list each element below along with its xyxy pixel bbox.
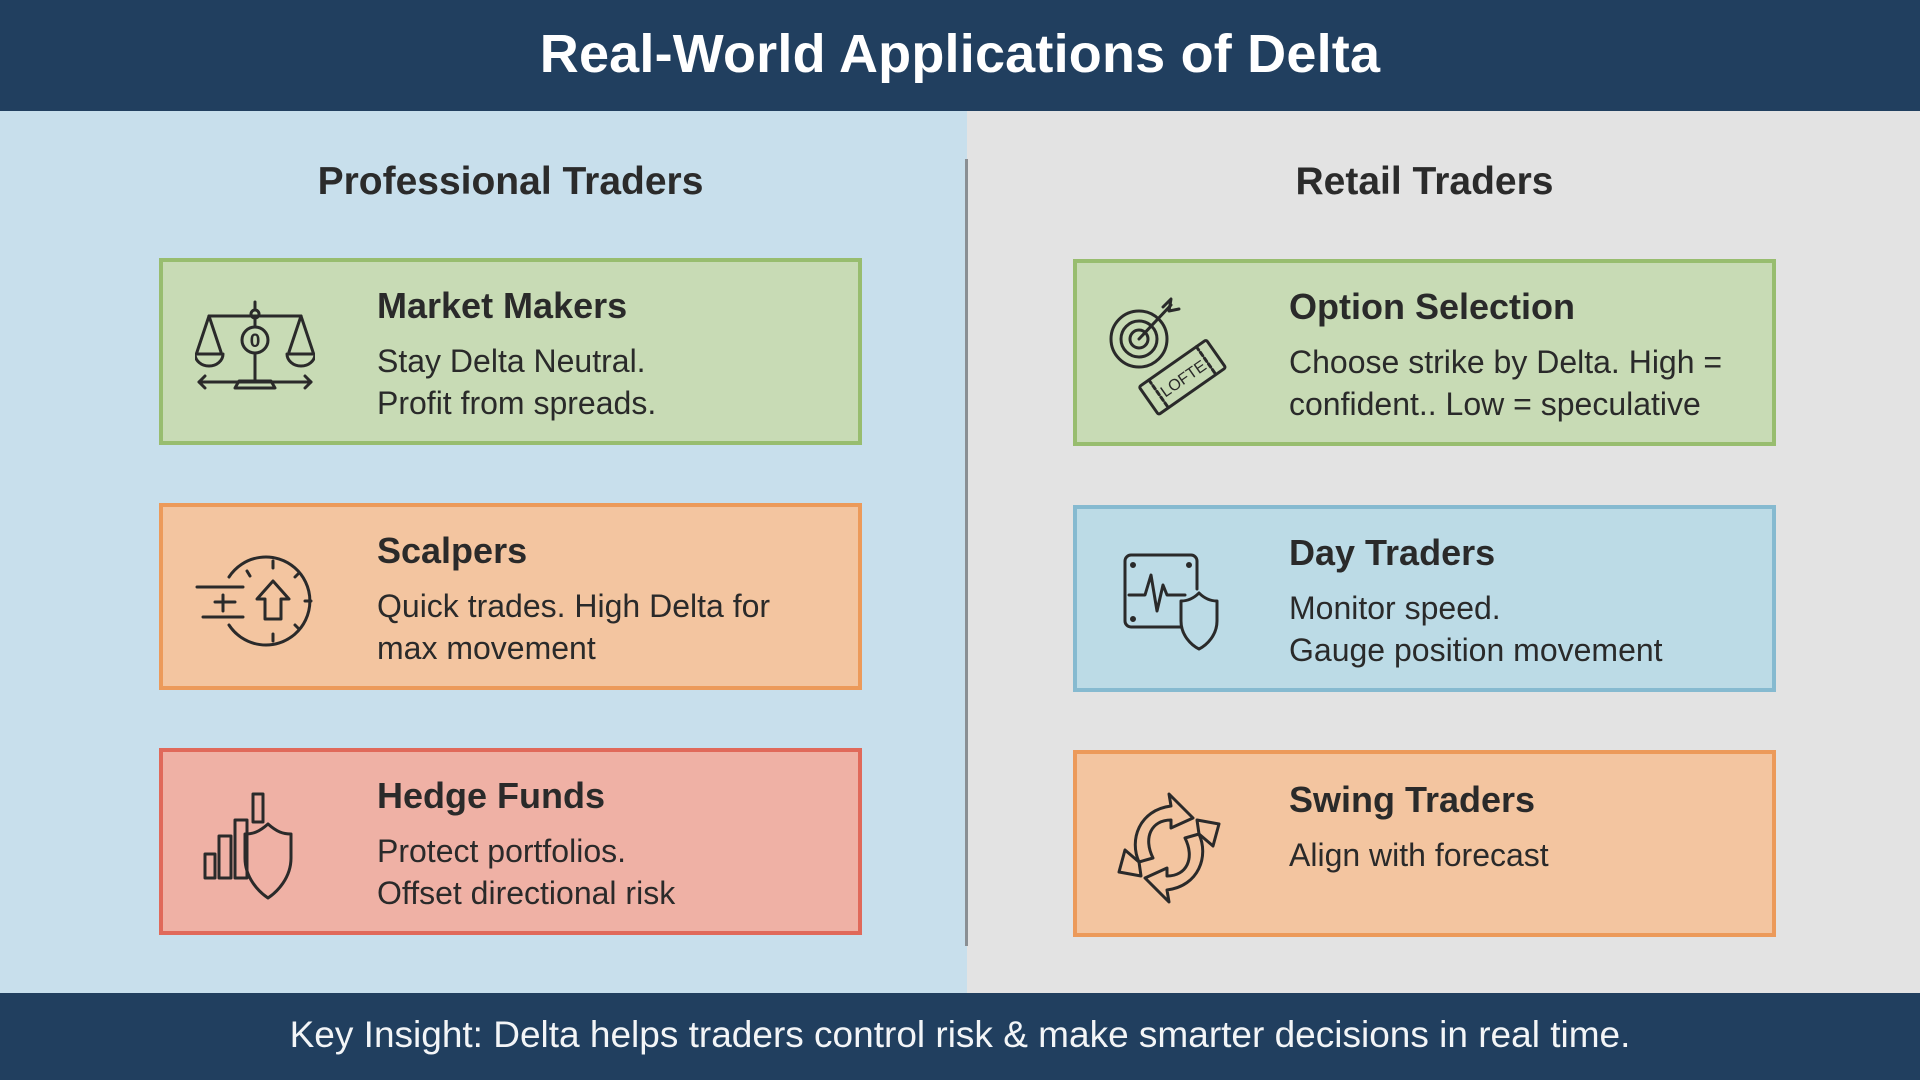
card-hedge-funds: Hedge Funds Protect portfolios. Offset d… [159,748,862,935]
card-title: Swing Traders [1289,779,1536,820]
chart-shield-icon [195,786,315,906]
key-insight-banner: Key Insight: Delta helps traders control… [0,993,1920,1080]
card-swing-traders: Swing Traders Align with forecast [1073,750,1776,937]
card-title: Market Makers [377,285,628,326]
card-title: Option Selection [1289,286,1576,327]
title-banner: Real-World Applications of Delta [0,0,1920,111]
stopwatch-arrow-icon [195,541,315,661]
card-description: Stay Delta Neutral. Profit from spreads. [377,343,657,421]
key-insight-text: Key Insight: Delta helps traders control… [289,1013,1631,1055]
svg-text:0: 0 [250,331,261,352]
card-description: Choose strike by Delta. High = confident… [1289,344,1723,422]
balance-scale-icon: 0 [193,296,317,416]
card-market-makers: 0 Market Makers Stay Delta Neutral. Prof… [159,258,862,445]
card-title: Day Traders [1289,532,1496,573]
card-title: Scalpers [377,530,528,571]
page-title: Real-World Applications of Delta [539,23,1381,84]
card-description: Quick trades. High Delta for max movemen… [377,588,771,666]
column-divider [965,159,968,946]
card-day-traders: Day Traders Monitor speed. Gauge positio… [1073,505,1776,692]
card-description: Monitor speed. Gauge position movement [1289,590,1663,668]
cycle-arrows-icon [1109,788,1229,908]
svg-text:LOFTE: LOFTE [1158,358,1210,402]
retail-traders-heading: Retail Traders [1295,160,1554,203]
monitor-shield-icon [1109,543,1229,663]
card-scalpers: Scalpers Quick trades. High Delta for ma… [159,503,862,690]
card-option-selection: LOFTE Option Selection Choose strike by … [1073,259,1776,446]
card-description: Protect portfolios. Offset directional r… [377,833,676,911]
card-description: Align with forecast [1289,837,1549,873]
professional-traders-heading: Professional Traders [317,160,704,203]
target-ticket-icon: LOFTE [1109,297,1229,417]
card-title: Hedge Funds [377,775,606,816]
